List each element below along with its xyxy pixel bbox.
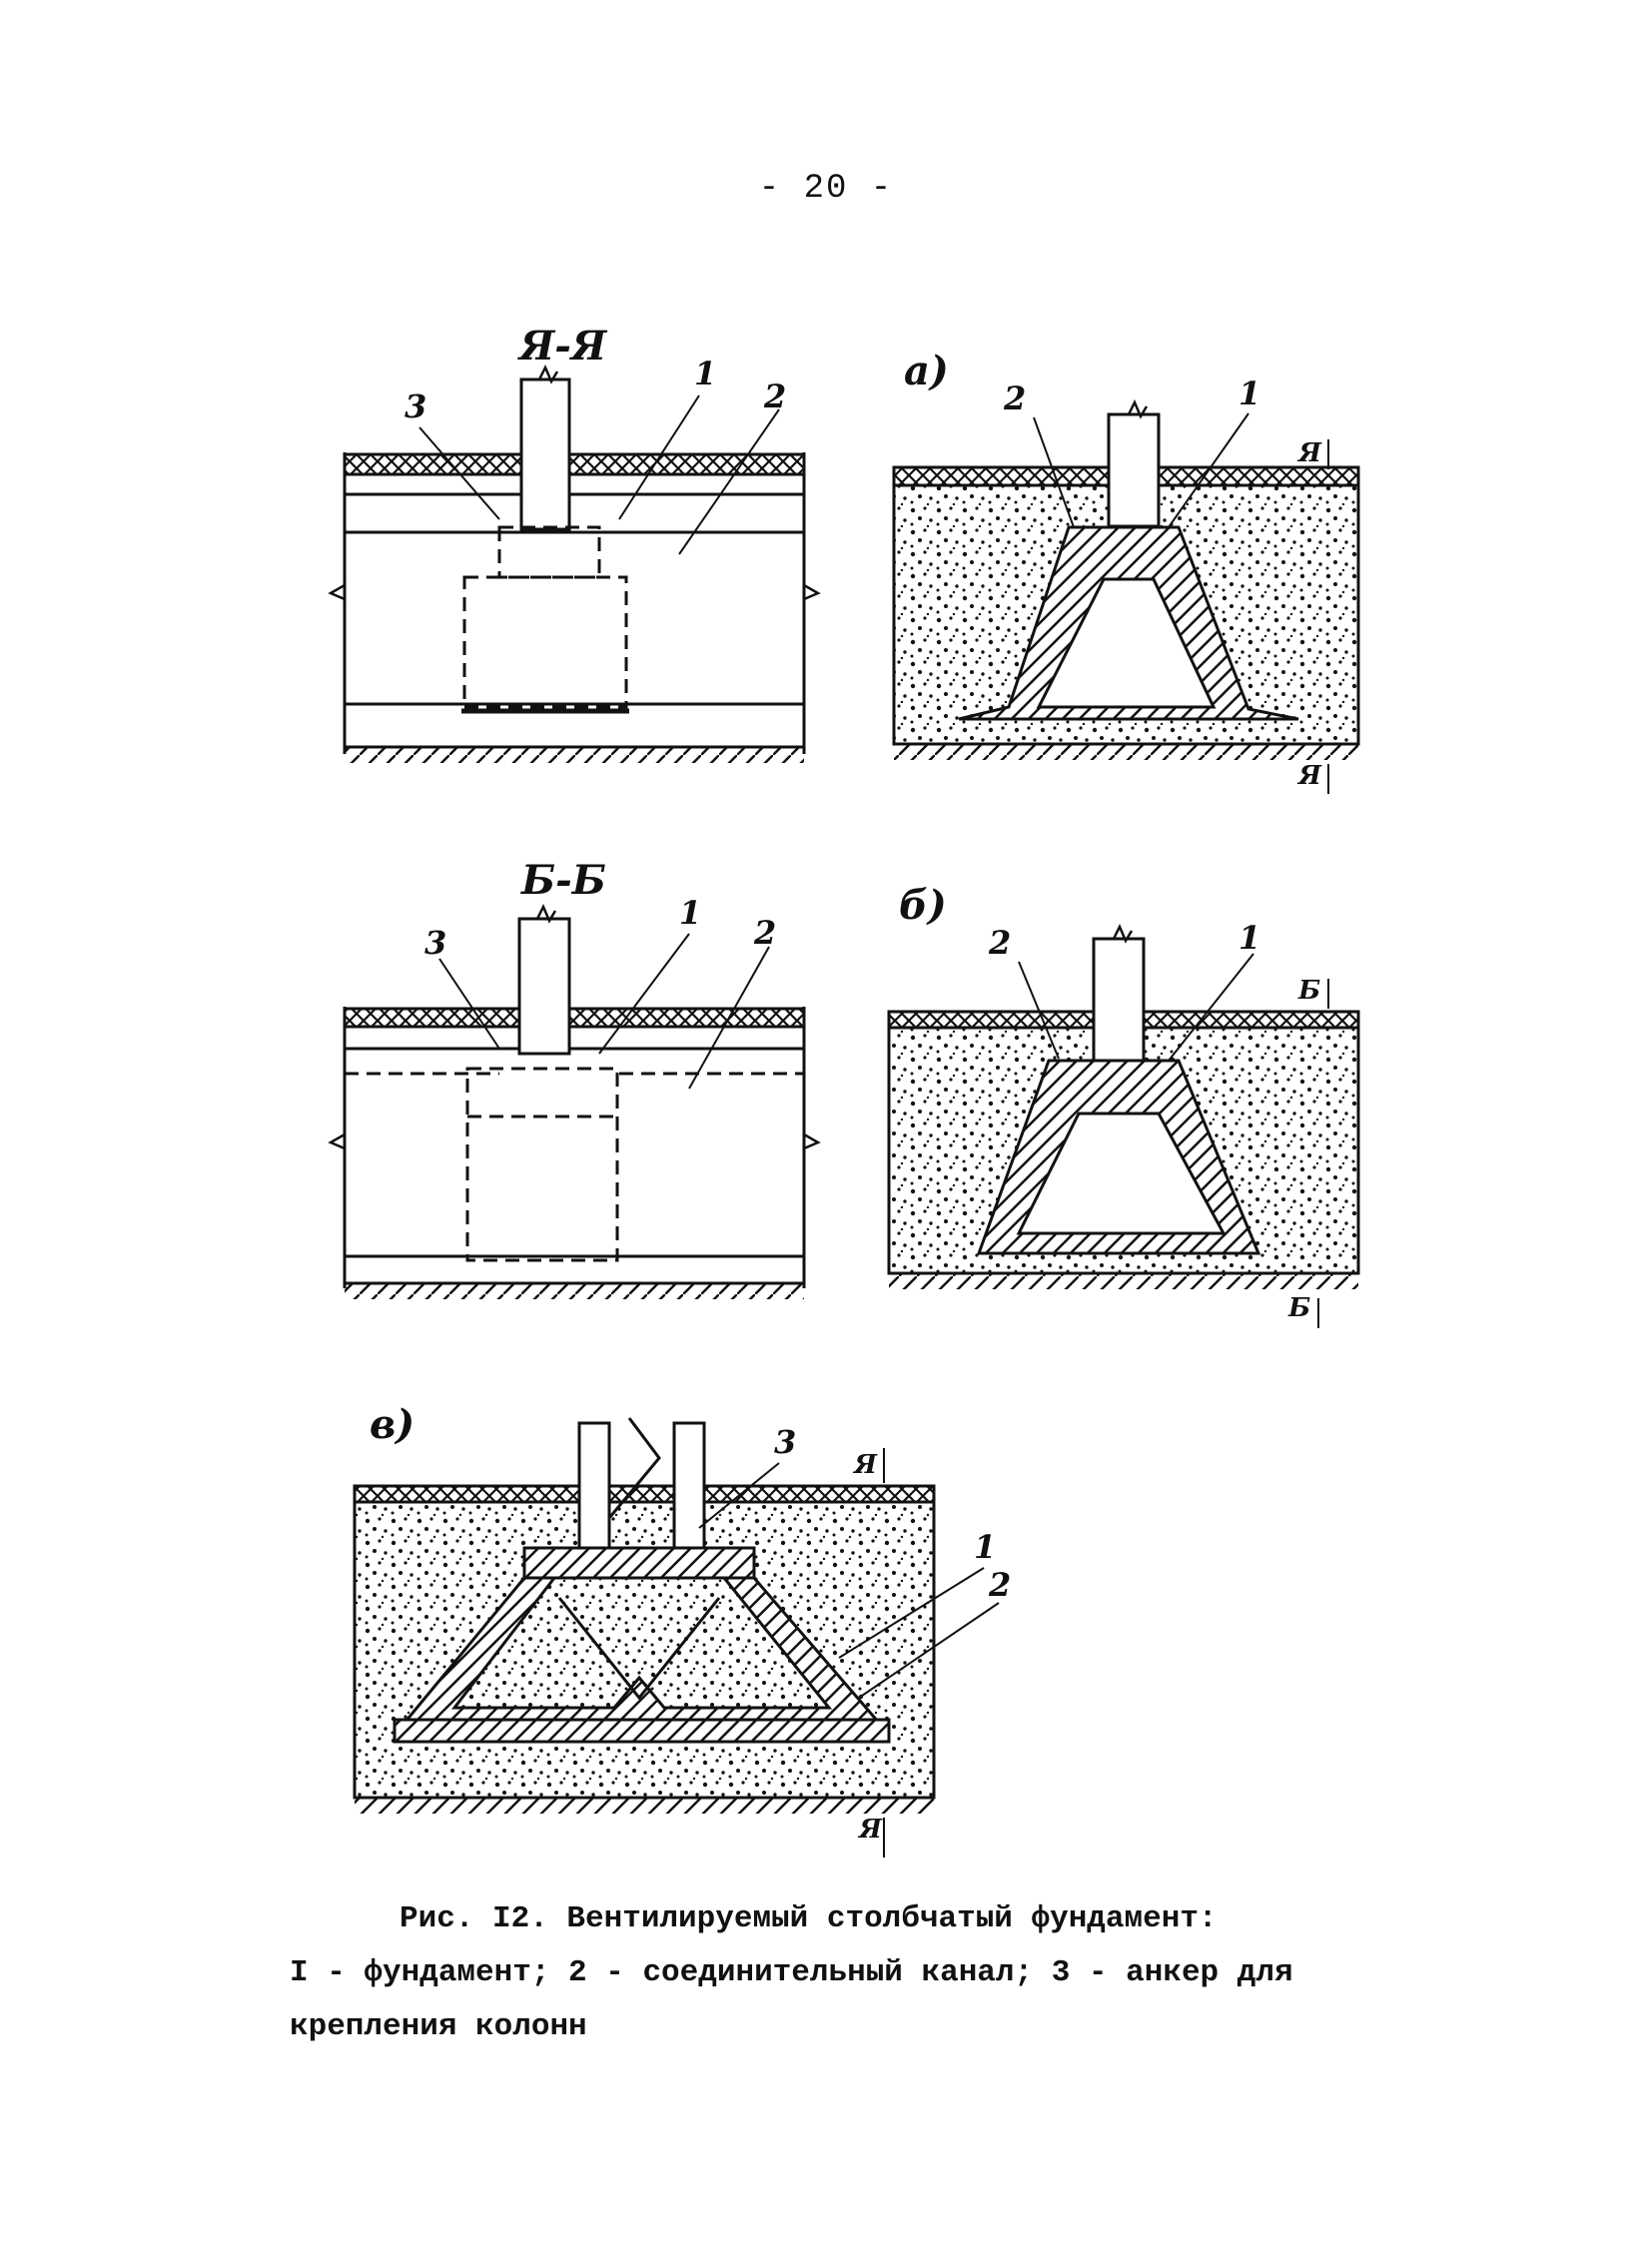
b-column <box>1092 937 1146 1063</box>
b-ground-hatch <box>889 1273 1358 1289</box>
b-letter: б) <box>899 882 947 929</box>
b-section-top: Б <box>1297 976 1320 1006</box>
bb-column <box>517 917 571 1056</box>
bb-label-1: 1 <box>679 894 701 932</box>
figure-section-aa: Я-Я 3 1 2 <box>328 323 821 763</box>
v-label-2: 2 <box>988 1566 1011 1604</box>
figures-canvas: Я-Я 3 1 2 а) <box>328 323 1360 1858</box>
v-base-slab <box>393 1718 891 1744</box>
bb-label-3: 3 <box>424 924 446 962</box>
figure-b: б) 2 1 Б Б <box>887 882 1360 1328</box>
b-label-2: 2 <box>988 924 1011 962</box>
bb-title: Б-Б <box>520 857 606 904</box>
v-top-slab <box>522 1546 756 1580</box>
v-column-left <box>577 1421 611 1550</box>
caption-legend-line-1: I - фундамент; 2 - соединительный канал;… <box>290 1955 1293 1990</box>
a-section-top: Я <box>1296 438 1322 468</box>
aa-label-1: 1 <box>694 355 716 392</box>
v-label-3: 3 <box>774 1423 796 1461</box>
b-section-bottom: Б <box>1287 1293 1310 1323</box>
a-section-bottom: Я <box>1296 761 1322 791</box>
aa-floor-layer <box>343 452 806 476</box>
bb-floor-layer <box>343 1007 806 1029</box>
caption-legend-line-2: крепления колонн <box>290 2009 587 2044</box>
bb-label-2: 2 <box>753 914 776 952</box>
v-ground-hatch <box>355 1798 934 1814</box>
v-letter: в) <box>370 1401 414 1448</box>
b-label-1: 1 <box>1239 919 1260 957</box>
v-section-top: Я <box>852 1450 878 1480</box>
v-column-right <box>672 1421 706 1550</box>
page-number: - 20 - <box>758 170 894 208</box>
a-label-2: 2 <box>1003 379 1026 417</box>
v-section-bottom: Я <box>857 1815 883 1845</box>
v-floor-layer <box>353 1484 936 1504</box>
v-label-1: 1 <box>974 1528 996 1566</box>
aa-ground-hatch <box>345 747 804 763</box>
aa-column <box>519 377 571 531</box>
caption-title: Рис. I2. Вентилируемый столбчатый фундам… <box>400 1901 1218 1936</box>
figure-a: а) 2 1 Я Я <box>892 348 1360 794</box>
a-column <box>1107 412 1161 528</box>
bb-ground-hatch <box>345 1283 804 1299</box>
figure-caption: Рис. I2. Вентилируемый столбчатый фундам… <box>290 1892 1388 2054</box>
aa-label-3: 3 <box>405 387 426 425</box>
a-label-1: 1 <box>1239 374 1260 412</box>
a-letter: а) <box>904 348 949 394</box>
aa-label-2: 2 <box>763 377 786 415</box>
b-cavity <box>1016 1112 1227 1235</box>
a-ground-hatch <box>894 744 1358 760</box>
aa-foundation-body <box>462 575 628 709</box>
figure-v: в) 3 1 2 Я Я <box>353 1401 1011 1858</box>
a-cavity <box>1036 577 1217 709</box>
v-backfill <box>353 1486 936 1800</box>
bb-foundation <box>465 1067 619 1262</box>
aa-foundation-top <box>497 525 601 579</box>
figure-section-bb: Б-Б 3 1 2 <box>328 857 821 1299</box>
aa-title: Я-Я <box>517 323 608 370</box>
